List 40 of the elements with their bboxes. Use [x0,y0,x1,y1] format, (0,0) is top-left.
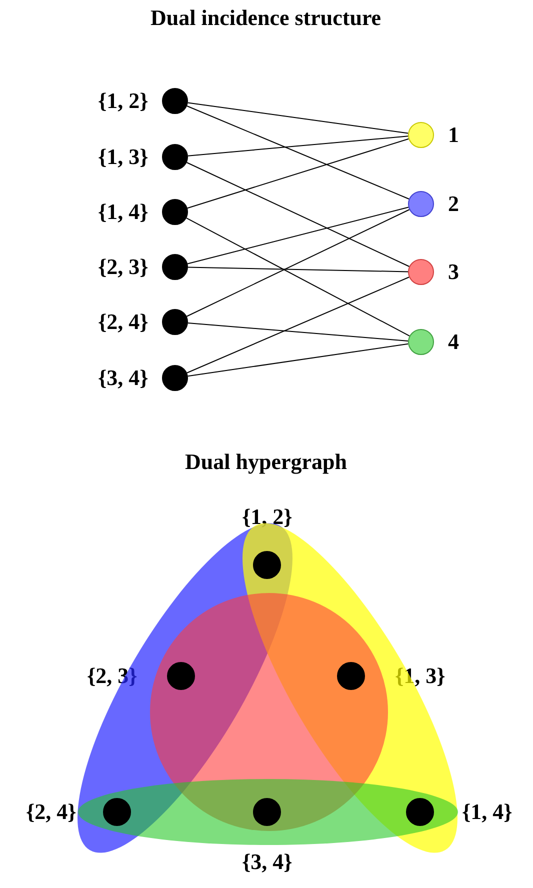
incidence-line [187,322,409,342]
incidence-line [186,106,410,200]
incidence-line [186,276,410,374]
incidence-line [186,138,410,209]
incidence-line [187,136,409,156]
incidence-line [186,209,410,317]
vertex-circle [408,191,434,217]
incidence-line [187,102,409,134]
vertex-dot [162,199,188,225]
vertex-dot [162,254,188,280]
vertex-label: 3 [448,259,459,285]
vertex-label: 2 [448,191,459,217]
vertex-dot [253,798,281,826]
incidence-line [187,206,409,264]
vertex-circle [408,329,434,355]
vertex-label: {2, 4} [26,799,76,825]
incidence-line [186,218,410,336]
vertex-circle [408,259,434,285]
incidence-line [186,162,410,267]
vertex-label: {1, 3} [98,144,148,170]
section-title: Dual hypergraph [185,449,347,475]
vertex-label: {1, 4} [462,799,512,825]
incidence-line [188,266,408,272]
diagram-title: Dual incidence structure [150,5,382,31]
vertex-label: {1, 4} [98,199,148,225]
vertex-dot [162,144,188,170]
vertex-dot [162,309,188,335]
hyperedge-ellipse [78,779,458,845]
vertex-label: 4 [448,329,459,355]
vertex-label: {3, 4} [242,849,292,875]
vertex-label: {1, 2} [242,504,292,530]
vertex-dot [162,88,188,114]
incidence-line [187,343,409,377]
vertex-label: {1, 2} [98,88,148,114]
vertex-dot [162,365,188,391]
vertex-circle [408,122,434,148]
vertex-label: {3, 4} [98,365,148,391]
vertex-label: 1 [448,122,459,148]
vertex-label: {2, 3} [98,254,148,280]
vertex-label: {2, 4} [98,309,148,335]
